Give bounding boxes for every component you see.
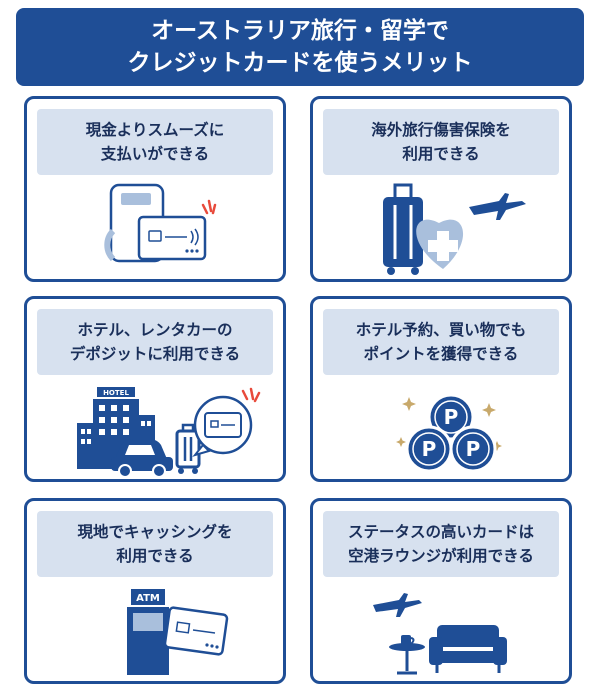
coin-letter: P (466, 437, 481, 461)
merit-card-airport-lounge: ステータスの高いカードは 空港ラウンジが利用できる (310, 498, 572, 684)
points-icon: P P P (396, 393, 502, 473)
coin-letter: P (422, 437, 437, 461)
title-line-1: オーストラリア旅行・留学で (151, 18, 449, 44)
merit-label: 現地でキャッシングを 利用できる (37, 511, 273, 577)
merit-card-travel-insurance: 海外旅行傷害保険を 利用できる (310, 96, 572, 282)
merit-label: ステータスの高いカードは 空港ラウンジが利用できる (323, 511, 559, 577)
merit-label: ホテル、レンタカーの デポジットに利用できる (37, 309, 273, 375)
title-banner: オーストラリア旅行・留学で クレジットカードを使うメリット (16, 8, 584, 86)
airport-lounge-icon (373, 593, 507, 675)
title-line-2: クレジットカードを使うメリット (127, 50, 473, 76)
atm-sign: ATM (136, 593, 160, 604)
merit-card-points: ホテル予約、買い物でも ポイントを獲得できる P P P (310, 296, 572, 482)
merit-label: 海外旅行傷害保険を 利用できる (323, 109, 559, 175)
merit-label: 現金よりスムーズに 支払いができる (37, 109, 273, 175)
merit-card-smooth-payment: 現金よりスムーズに 支払いができる (24, 96, 286, 282)
atm-icon: ATM (127, 589, 229, 675)
hotel-sign: HOTEL (103, 389, 129, 397)
luggage-insurance-icon (383, 183, 526, 275)
hotel-car-deposit-icon: HOTEL (77, 387, 261, 478)
merit-card-deposit: ホテル、レンタカーの デポジットに利用できる HOTEL (24, 296, 286, 482)
merit-card-cashing: 現地でキャッシングを 利用できる ATM (24, 498, 286, 684)
merit-label: ホテル予約、買い物でも ポイントを獲得できる (323, 309, 559, 375)
card-terminal-icon (104, 183, 217, 263)
coin-letter: P (444, 405, 459, 429)
